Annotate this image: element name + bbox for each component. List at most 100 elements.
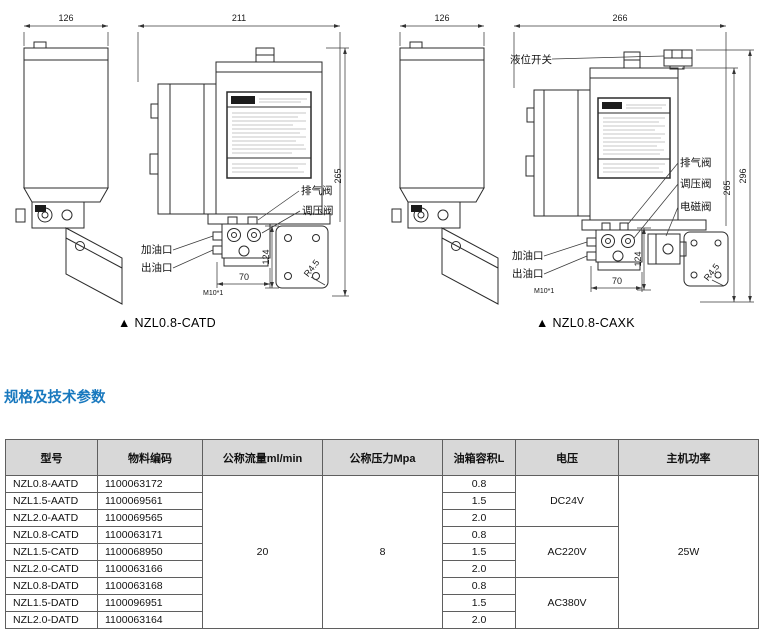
dim-text-296: 296 — [738, 168, 748, 183]
label-outlet-port: 出油口 — [512, 255, 588, 280]
label-regulator-valve-text: 调压阀 — [680, 177, 712, 190]
cell-tank-volume: 1.5 — [442, 543, 516, 561]
label-exhaust-valve: 排气阀 — [257, 184, 333, 221]
table-row: NZL2.0-DATD 1100063164 2.0 — [5, 611, 759, 629]
cell-tank-volume: 1.5 — [442, 492, 516, 510]
cell-code: 1100069561 — [97, 492, 203, 510]
cell-tank-volume: 2.0 — [442, 611, 516, 629]
dimension-height: 265 — [326, 47, 349, 297]
table-row: NZL0.8-DATD 1100063168 0.8 AC380V — [5, 577, 759, 629]
dim-text-70: 70 — [239, 272, 249, 282]
cell-tank-volume: 1.5 — [442, 594, 516, 612]
dimension-side-width: 126 — [399, 13, 485, 46]
label-level-switch-text: 液位开关 — [510, 53, 552, 66]
dimension-side-width: 126 — [23, 13, 109, 46]
dim-text-266: 266 — [612, 13, 627, 23]
cell-model: NZL0.8-DATD — [5, 577, 98, 595]
col-header-flow: 公称流量ml/min — [202, 439, 323, 476]
dimension-bolt-spacing: 124 — [633, 227, 651, 291]
label-regulator-valve: 调压阀 — [261, 204, 334, 234]
dimension-port-spacing: 70 — [590, 266, 643, 292]
label-level-switch: 液位开关 — [510, 53, 665, 66]
cell-voltage-ac380v: AC380V — [515, 577, 619, 629]
pump-front-view — [149, 47, 331, 289]
thread-note: M10*1 — [203, 290, 223, 297]
col-header-tank-volume: 油箱容积L — [442, 439, 516, 476]
table-row: NZL1.5-CATD 1100068950 1.5 — [5, 543, 759, 561]
table-row: NZL0.8-AATD 1100063172 20 8 0.8 DC24V 25… — [5, 475, 759, 629]
cell-model: NZL2.0-CATD — [5, 560, 98, 578]
dim-text-126: 126 — [58, 13, 73, 23]
dimension-front-width: 266 — [513, 13, 727, 226]
label-regulator-valve: 调压阀 — [633, 177, 712, 239]
cell-model: NZL0.8-CATD — [5, 526, 98, 544]
cell-code: 1100063168 — [97, 577, 203, 595]
col-header-voltage: 电压 — [515, 439, 619, 476]
cell-pressure: 8 — [322, 475, 443, 629]
dimension-port-spacing: 70 — [216, 262, 271, 288]
label-exhaust-valve-text: 排气阀 — [680, 156, 712, 169]
spec-table: 型号 物料编码 公称流量ml/min 公称压力Mpa 油箱容积L 电压 主机功率… — [5, 439, 759, 629]
cell-code: 1100063164 — [97, 611, 203, 629]
dimension-bolt-spacing: 124 — [261, 225, 279, 289]
cell-model: NZL2.0-DATD — [5, 611, 98, 629]
dim-text-r45: R4.5 — [302, 258, 322, 279]
dimension-overall-height: 296 — [696, 49, 754, 302]
col-header-power: 主机功率 — [618, 439, 759, 476]
dim-text-211: 211 — [232, 13, 246, 23]
thread-note: M10*1 — [534, 288, 554, 295]
pump-side-view — [15, 41, 123, 305]
label-regulator-valve-text: 调压阀 — [302, 204, 334, 217]
cell-code: 1100069565 — [97, 509, 203, 527]
dim-text-124: 124 — [633, 251, 643, 266]
cell-code: 1100063171 — [97, 526, 203, 544]
dimension-front-width: 211 — [137, 13, 341, 222]
section-title-specs: 规格及技术参数 — [4, 390, 106, 406]
label-outlet-port: 出油口 — [141, 249, 214, 274]
cell-model: NZL2.0-AATD — [5, 509, 98, 527]
cell-power: 25W — [618, 475, 759, 629]
label-exhaust-valve-text: 排气阀 — [301, 184, 333, 197]
cell-tank-volume: 0.8 — [442, 526, 516, 544]
pump-front-view — [525, 49, 729, 287]
cell-voltage-ac220v: AC220V — [515, 526, 619, 578]
dim-text-126: 126 — [434, 13, 449, 23]
dim-text-124: 124 — [261, 249, 271, 264]
cell-tank-volume: 2.0 — [442, 509, 516, 527]
label-outlet-port-text: 出油口 — [141, 261, 173, 274]
cell-tank-volume: 0.8 — [442, 577, 516, 595]
label-fill-port: 加油口 — [512, 241, 588, 262]
drawing-caption-catd: ▲ NZL0.8-CATD — [118, 316, 216, 330]
cell-tank-volume: 0.8 — [442, 475, 516, 493]
cell-model: NZL1.5-AATD — [5, 492, 98, 510]
label-fill-port-text: 加油口 — [512, 249, 544, 262]
drawing-caption-caxk: ▲ NZL0.8-CAXK — [536, 316, 635, 330]
pump-side-view — [391, 41, 499, 305]
cell-code: 1100068950 — [97, 543, 203, 561]
callout-slot-radius: R4.5 — [302, 258, 326, 286]
table-header-row: 型号 物料编码 公称流量ml/min 公称压力Mpa 油箱容积L 电压 主机功率 — [5, 439, 759, 476]
table-row: NZL0.8-CATD 1100063171 0.8 AC220V — [5, 526, 759, 578]
label-outlet-port-text: 出油口 — [512, 267, 544, 280]
label-solenoid-valve: 电磁阀 — [665, 200, 712, 237]
col-header-model: 型号 — [5, 439, 98, 476]
cell-model: NZL1.5-CATD — [5, 543, 98, 561]
label-solenoid-valve-text: 电磁阀 — [680, 200, 712, 213]
cell-model: NZL1.5-DATD — [5, 594, 98, 612]
table-row: NZL1.5-DATD 1100096951 1.5 — [5, 594, 759, 612]
technical-drawing-catd: 126 211 — [8, 6, 353, 316]
table-row: NZL2.0-CATD 1100063166 2.0 — [5, 560, 759, 578]
dim-text-265: 265 — [333, 168, 343, 183]
col-header-material-code: 物料编码 — [97, 439, 203, 476]
table-row: NZL2.0-AATD 1100069565 2.0 — [5, 509, 759, 527]
cell-code: 1100063166 — [97, 560, 203, 578]
cell-code: 1100063172 — [97, 475, 203, 493]
label-fill-port: 加油口 — [141, 235, 214, 256]
label-fill-port-text: 加油口 — [141, 243, 173, 256]
dim-text-265: 265 — [722, 180, 732, 195]
cell-code: 1100096951 — [97, 594, 203, 612]
cell-model: NZL0.8-AATD — [5, 475, 98, 493]
dim-text-70: 70 — [612, 276, 622, 286]
col-header-pressure: 公称压力Mpa — [322, 439, 443, 476]
technical-drawing-caxk: 126 266 — [384, 6, 756, 316]
